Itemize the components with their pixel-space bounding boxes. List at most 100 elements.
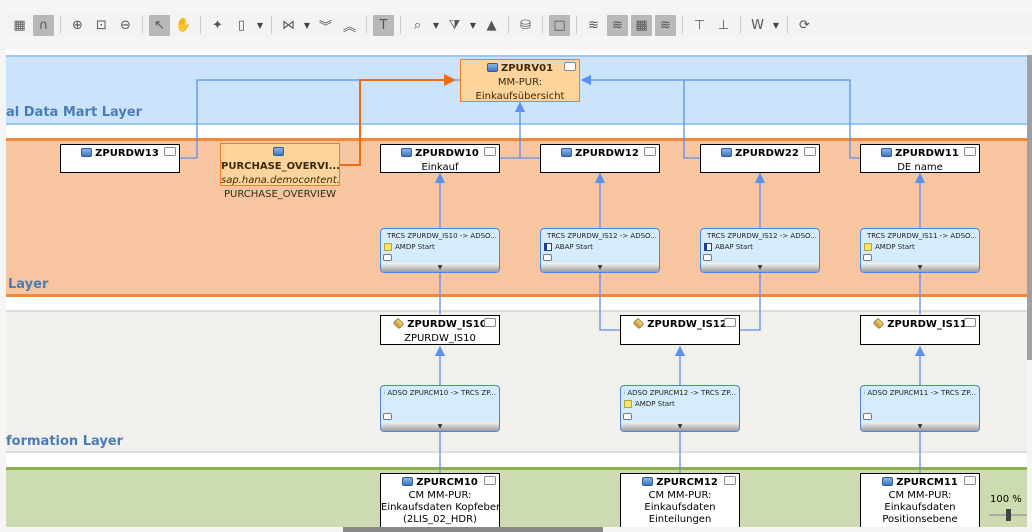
expand-toggle[interactable]: ▼ — [381, 263, 499, 272]
datastore-icon — [881, 148, 893, 157]
zoom-in-icon[interactable]: ⊕ — [72, 17, 83, 33]
infosource-icon — [393, 317, 405, 330]
comment-icon[interactable] — [964, 318, 976, 327]
expand-toggle[interactable]: ▼ — [541, 263, 659, 272]
vertical-scrollbar[interactable] — [1027, 55, 1032, 360]
dropdown-arrow-icon[interactable]: ▼ — [469, 20, 477, 30]
comment-icon[interactable] — [164, 147, 176, 156]
comment-icon[interactable] — [484, 147, 496, 156]
zoom-out-icon[interactable]: ⊖ — [120, 17, 131, 33]
comment-icon[interactable] — [564, 62, 576, 71]
grid-icon[interactable]: ▦ — [13, 17, 26, 33]
node-zpurdw22[interactable]: ZPURDW22 — [700, 144, 820, 173]
expand-toggle[interactable]: ▼ — [621, 422, 739, 431]
start-routine-label: ABAP Start — [715, 242, 753, 251]
datastore-icon — [401, 148, 413, 157]
node-title: ZPURDW12 — [575, 148, 639, 159]
transformation-box[interactable]: TRCS ZPURDW_IS12 -> ADSO...ABAP Start▼ — [700, 228, 820, 273]
comment-icon[interactable] — [383, 413, 392, 420]
export-word-icon[interactable]: W — [751, 17, 764, 33]
color-palette-icon[interactable]: ▦ — [631, 14, 652, 36]
connectors — [180, 74, 926, 473]
search-icon[interactable]: ⌕ — [413, 17, 422, 33]
node-title: ZPURDW_IS10 — [407, 319, 487, 330]
highlight-connector — [340, 74, 456, 166]
layers-map-icon[interactable]: ≋ — [655, 14, 676, 36]
expand-toggle[interactable]: ▼ — [701, 263, 819, 272]
node-purchase-overview[interactable]: PURCHASE_OVERVI...sap.hana.democontent..… — [220, 143, 340, 200]
node-description: Einteilungen — [648, 514, 712, 525]
zoom-slider-handle[interactable] — [1006, 509, 1011, 521]
node-title: ZPURDW22 — [735, 148, 799, 159]
dropdown-arrow-icon[interactable]: ▼ — [772, 20, 780, 30]
dropdown-arrow-icon[interactable]: ▼ — [432, 20, 440, 30]
comment-icon[interactable] — [964, 476, 976, 485]
tree-up-icon[interactable]: ⊤ — [693, 17, 706, 33]
dropdown-arrow-icon[interactable]: ▼ — [256, 20, 264, 30]
node-zpurdw13[interactable]: ZPURDW13 — [60, 144, 180, 173]
connector — [684, 79, 860, 159]
horizontal-scrollbar[interactable] — [343, 527, 603, 532]
node-zpurdw-is11[interactable]: ZPURDW_IS11 — [860, 315, 980, 345]
filter-icon[interactable]: ⧩ — [448, 17, 461, 33]
comment-icon[interactable] — [623, 413, 632, 420]
comment-icon[interactable] — [863, 413, 872, 420]
comment-icon[interactable] — [383, 254, 392, 261]
comment-icon[interactable] — [703, 254, 712, 261]
transformation-box[interactable]: ADSO ZPURCM12 -> TRCS ZP...AMDP Start▼ — [620, 385, 740, 432]
select-pointer-icon[interactable]: ↖ — [149, 14, 170, 36]
layers-icon[interactable]: ≋ — [607, 14, 628, 36]
highlight-box-icon[interactable]: □ — [549, 14, 570, 36]
transformation-box[interactable]: ADSO ZPURCM11 -> TRCS ZP...▼ — [860, 385, 980, 432]
collapse-all-icon[interactable]: ︽ — [342, 19, 356, 35]
node-description: Einkaufsdaten — [644, 502, 716, 513]
expand-toggle[interactable]: ▼ — [381, 422, 499, 431]
comment-icon[interactable] — [484, 476, 496, 485]
comment-icon[interactable] — [724, 318, 736, 327]
comment-icon[interactable] — [863, 254, 872, 261]
text-toggle-icon[interactable]: T — [373, 14, 394, 36]
pan-hand-icon[interactable]: ✋ — [175, 17, 192, 33]
layer-information: formation Layer — [6, 310, 1027, 453]
comment-icon[interactable] — [484, 318, 496, 327]
transformation-box[interactable]: ADSO ZPURCM10 -> TRCS ZP...▼ — [380, 385, 500, 432]
zoom-fit-icon[interactable]: ⊡ — [96, 17, 107, 33]
expand-toggle[interactable]: ▼ — [861, 263, 979, 272]
node-title: ZPURCM11 — [896, 477, 958, 488]
refresh-icon[interactable]: ⟳ — [799, 17, 810, 33]
transformation-box[interactable]: TRCS ZPURDW_IS11 -> ADSO...AMDP Start▼ — [860, 228, 980, 273]
transformation-box[interactable]: TRCS ZPURDW_IS10 -> ADSO...AMDP Start▼ — [380, 228, 500, 273]
layer-chart-icon[interactable]: ▲ — [486, 17, 497, 33]
toolbar-separator — [200, 16, 201, 34]
comment-icon[interactable] — [964, 147, 976, 156]
expand-toggle[interactable]: ▼ — [861, 422, 979, 431]
dropdown-arrow-icon[interactable]: ▼ — [303, 20, 311, 30]
expand-all-icon[interactable]: ︾ — [318, 19, 332, 35]
toolbar: ▦∩⊕⊡⊖↖✋✦▯▼⋈▼︾︽T⌕▼⧩▼▲⛁□≋≋▦≋⊤⊥W▼⟳ — [6, 13, 1032, 37]
snap-magnet-icon[interactable]: ∩ — [33, 14, 54, 36]
datastore-icon — [721, 148, 733, 157]
comment-icon[interactable] — [644, 147, 656, 156]
comment-icon[interactable] — [543, 254, 552, 261]
layers-edit-icon[interactable]: ≋ — [588, 17, 599, 33]
node-zpurdw-is12[interactable]: ZPURDW_IS12 — [620, 315, 740, 345]
database-lock-icon[interactable]: ⛁ — [520, 17, 531, 33]
transformation-icon[interactable]: ⋈ — [282, 17, 295, 33]
diagram-canvas[interactable]: al Data Mart Layer Layer formation Layer — [6, 50, 1027, 527]
connector — [580, 74, 700, 159]
comment-icon[interactable] — [724, 476, 736, 485]
column-layout-icon[interactable]: ▯ — [237, 17, 246, 33]
node-zpurdw12[interactable]: ZPURDW12 — [540, 144, 660, 173]
magic-wand-icon[interactable]: ✦ — [212, 17, 223, 33]
comment-icon[interactable] — [804, 147, 816, 156]
transformation-box[interactable]: TRCS ZPURDW_IS12 -> ADSO...ABAP Start▼ — [540, 228, 660, 273]
node-description: CM MM-PUR: — [888, 490, 952, 501]
tree-down-icon[interactable]: ⊥ — [717, 17, 730, 33]
